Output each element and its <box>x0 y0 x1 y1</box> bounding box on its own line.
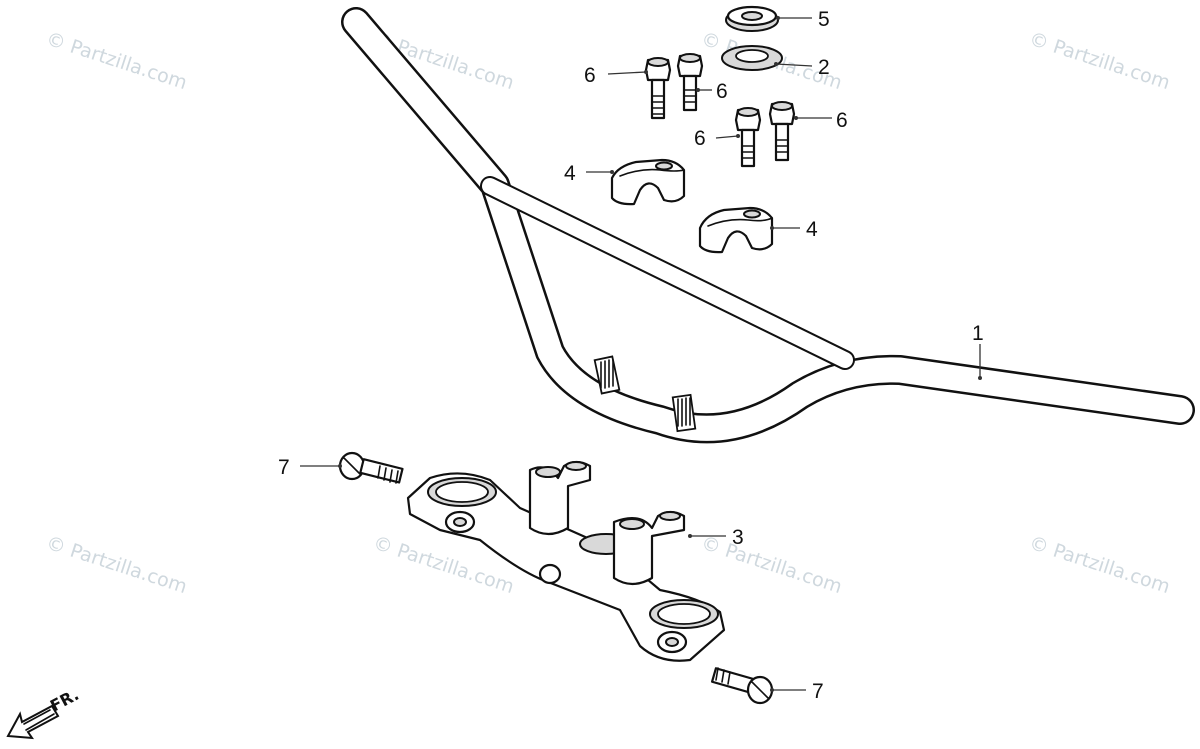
callout-upper-holder-right: 4 <box>806 218 818 241</box>
callout-handlebar: 1 <box>972 322 984 345</box>
callout-bolt-a: 6 <box>584 64 596 87</box>
callout-bolt-d: 6 <box>836 109 848 132</box>
upper-holder-left[interactable] <box>610 158 686 206</box>
pinch-bolt-bottom[interactable] <box>710 667 774 705</box>
pinch-bolt-top[interactable] <box>338 451 404 484</box>
holder-bolt-b[interactable] <box>676 53 704 112</box>
watermark: © Partzilla.com <box>698 532 844 598</box>
knurl-right <box>671 393 697 433</box>
upper-holder-right[interactable] <box>698 206 774 254</box>
watermark: © Partzilla.com <box>43 532 189 598</box>
handlebar[interactable] <box>341 7 1195 444</box>
washer[interactable] <box>721 45 783 71</box>
watermark: © Partzilla.com <box>1026 28 1172 94</box>
watermark: © Partzilla.com <box>1026 532 1172 598</box>
callout-numbers: 5 2 6 6 6 6 4 4 1 3 7 7 <box>278 8 984 703</box>
knurl-left <box>593 355 621 395</box>
handlebar-nut[interactable] <box>725 5 779 32</box>
front-arrow-icon <box>6 704 60 740</box>
front-direction-indicator: FR. <box>6 685 82 740</box>
holder-bolt-d[interactable] <box>768 101 796 162</box>
callout-bolt-b: 6 <box>716 80 728 103</box>
holder-bolt-a[interactable] <box>644 57 672 120</box>
callout-lower-holder: 3 <box>732 526 744 549</box>
watermark: © Partzilla.com <box>43 28 189 94</box>
callout-nut: 5 <box>818 8 830 31</box>
watermarks: © Partzilla.com © Partzilla.com © Partzi… <box>43 28 1172 598</box>
leader-lines <box>300 16 982 692</box>
callout-pinch-bolt-bottom: 7 <box>812 680 824 703</box>
callout-pinch-bolt-top: 7 <box>278 456 290 479</box>
lower-holder-bridge[interactable] <box>406 460 726 662</box>
callout-washer: 2 <box>818 56 830 79</box>
holder-bolt-c[interactable] <box>734 107 762 168</box>
callout-upper-holder-left: 4 <box>564 162 576 185</box>
callout-bolt-c: 6 <box>694 127 706 150</box>
